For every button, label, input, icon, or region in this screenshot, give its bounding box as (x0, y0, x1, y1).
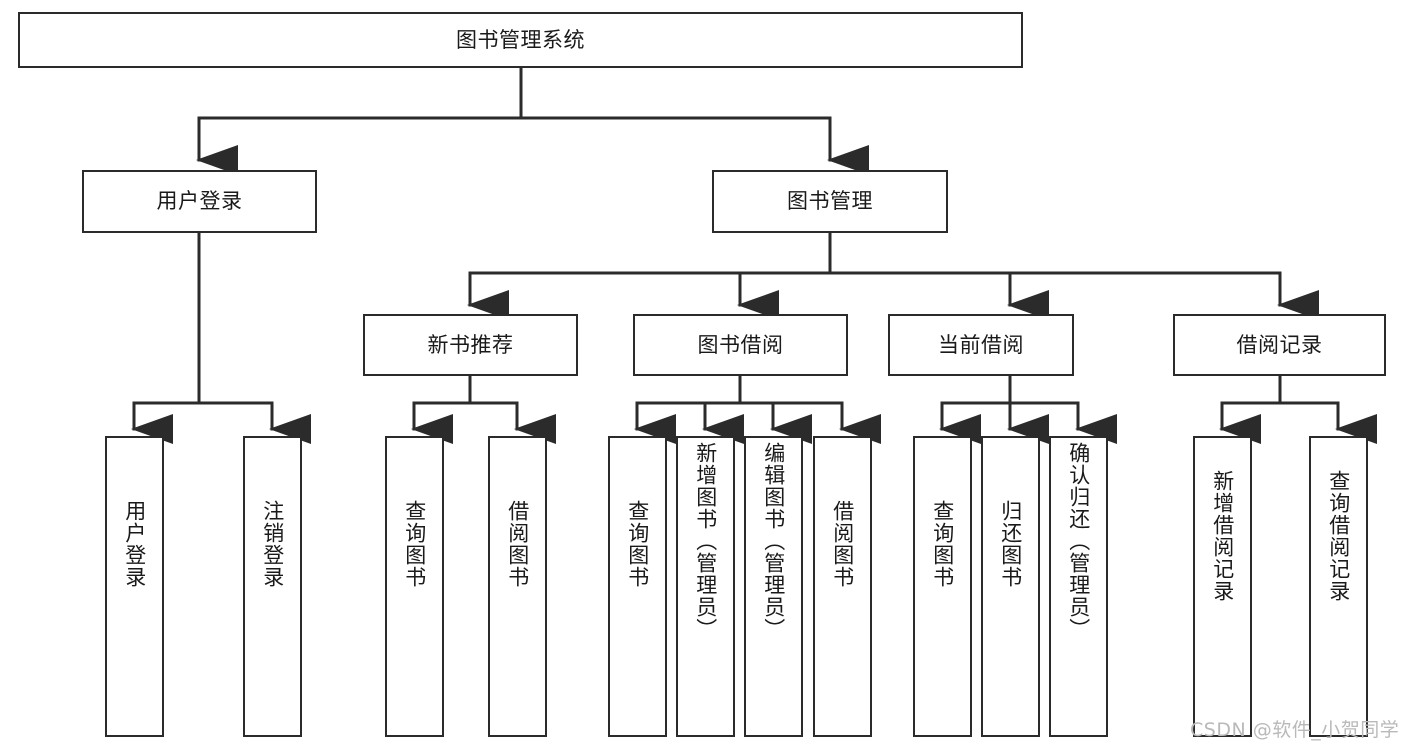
node-label: 查询图书 (625, 500, 650, 588)
leaf-query-borrow-record[interactable]: 查询借阅记录 (1309, 436, 1368, 737)
leaf-add-book[interactable]: 新增图书（管理员） (676, 436, 735, 737)
node-label: 归还图书 (998, 500, 1023, 588)
node-label: 新增借阅记录 (1210, 470, 1235, 602)
node-label: 注销登录 (260, 500, 285, 588)
node-label: 用户登录 (156, 189, 243, 214)
node-new-book-recommend[interactable]: 新书推荐 (363, 314, 578, 376)
node-label: 查询图书 (402, 500, 427, 588)
leaf-query-book-2[interactable]: 查询图书 (608, 436, 667, 737)
node-label: 查询借阅记录 (1326, 470, 1351, 602)
node-book-management[interactable]: 图书管理 (712, 170, 948, 233)
node-book-borrow[interactable]: 图书借阅 (633, 314, 848, 376)
node-label: 确认归还（管理员） (1066, 442, 1091, 640)
node-root[interactable]: 图书管理系统 (18, 12, 1023, 68)
leaf-add-borrow-record[interactable]: 新增借阅记录 (1193, 436, 1252, 737)
leaf-edit-book[interactable]: 编辑图书（管理员） (744, 436, 803, 737)
leaf-borrow-book-2[interactable]: 借阅图书 (813, 436, 872, 737)
node-label: 图书管理系统 (456, 27, 585, 52)
node-label: 当前借阅 (938, 332, 1024, 357)
node-label: 借阅图书 (830, 500, 855, 588)
node-label: 查询图书 (930, 500, 955, 588)
node-label: 图书管理 (787, 189, 873, 214)
node-label: 新增图书（管理员） (693, 442, 718, 640)
leaf-query-book-3[interactable]: 查询图书 (913, 436, 972, 737)
leaf-user-login[interactable]: 用户登录 (105, 436, 164, 737)
leaf-confirm-return[interactable]: 确认归还（管理员） (1049, 436, 1108, 737)
node-label: 用户登录 (122, 500, 147, 588)
node-label: 图书借阅 (697, 332, 784, 357)
node-label: 新书推荐 (427, 332, 514, 357)
csdn-watermark: CSDN @软件_小贺同学 (1190, 719, 1400, 741)
node-label: 借阅图书 (505, 500, 530, 588)
node-label: 借阅记录 (1236, 332, 1323, 357)
leaf-borrow-book-1[interactable]: 借阅图书 (488, 436, 547, 737)
node-label: 编辑图书（管理员） (761, 442, 786, 640)
node-current-borrow[interactable]: 当前借阅 (888, 314, 1074, 376)
leaf-query-book-1[interactable]: 查询图书 (385, 436, 444, 737)
node-borrow-records[interactable]: 借阅记录 (1173, 314, 1386, 376)
node-user-login[interactable]: 用户登录 (82, 170, 317, 233)
leaf-logout[interactable]: 注销登录 (243, 436, 302, 737)
leaf-return-book[interactable]: 归还图书 (981, 436, 1040, 737)
